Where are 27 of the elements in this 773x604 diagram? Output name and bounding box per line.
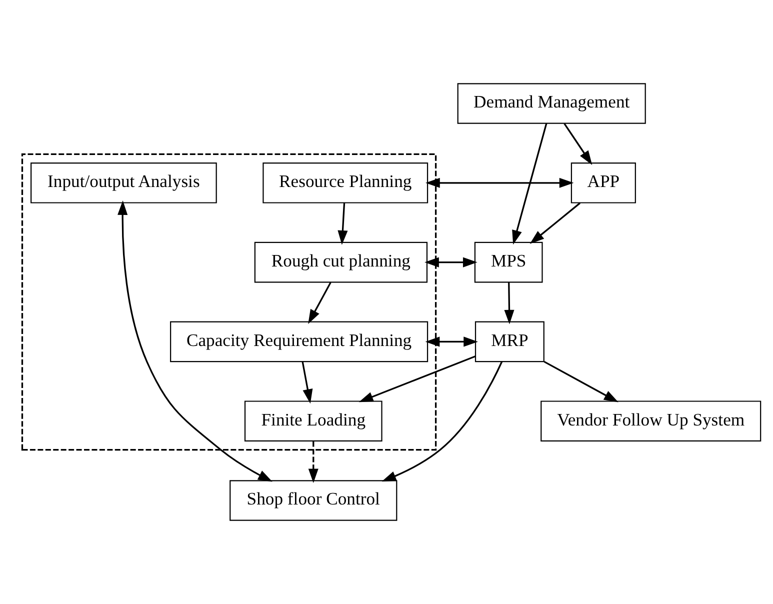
node-box: Input/output Analysis xyxy=(30,162,216,204)
arrow xyxy=(308,282,331,324)
arrow xyxy=(424,257,477,268)
arrow xyxy=(543,360,618,402)
arrow xyxy=(381,361,502,482)
node-box: Demand Management xyxy=(456,83,646,124)
arrow xyxy=(425,178,574,188)
arrow xyxy=(117,200,272,482)
node-box: Shop floor Control xyxy=(229,480,397,521)
arrow xyxy=(308,441,318,484)
arrow xyxy=(529,202,580,244)
arrow xyxy=(504,282,514,324)
arrow xyxy=(424,336,478,347)
node-box: Rough cut planning xyxy=(254,242,428,283)
node-box: MPS xyxy=(474,242,542,283)
arrow xyxy=(301,362,312,404)
arrow xyxy=(358,355,476,402)
arrow xyxy=(512,123,547,245)
node-box: Vendor Follow Up System xyxy=(540,400,761,442)
arrow xyxy=(337,203,348,245)
arrow xyxy=(563,123,592,166)
node-box: Capacity Requirement Planning xyxy=(170,321,428,362)
node-box: Finite Loading xyxy=(244,400,382,442)
node-box: Resource Planning xyxy=(262,162,428,204)
cluster xyxy=(20,153,436,451)
node-box: MRP xyxy=(474,321,544,362)
node-box: APP xyxy=(570,162,636,204)
